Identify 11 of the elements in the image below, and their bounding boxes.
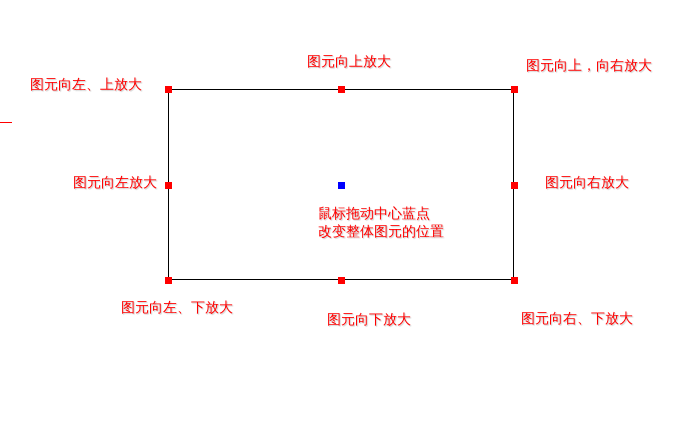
handle-label: 图元向下放大 (327, 311, 411, 329)
instruction-text: 改变整体图元的位置 (318, 223, 444, 241)
handle-label: 图元向左、下放大 (121, 299, 233, 317)
handle-label: 图元向左、上放大 (30, 76, 142, 94)
handle-label: 图元向上放大 (307, 53, 391, 71)
instruction-text: 鼠标拖动中心蓝点 (318, 205, 431, 223)
handle-label: 图元向右放大 (545, 174, 629, 192)
handle-label: 图元向左放大 (73, 174, 157, 192)
handle-label: 图元向上，向右放大 (526, 57, 652, 75)
selection-frame (168, 89, 514, 280)
handle-label: 图元向右、下放大 (521, 310, 633, 328)
